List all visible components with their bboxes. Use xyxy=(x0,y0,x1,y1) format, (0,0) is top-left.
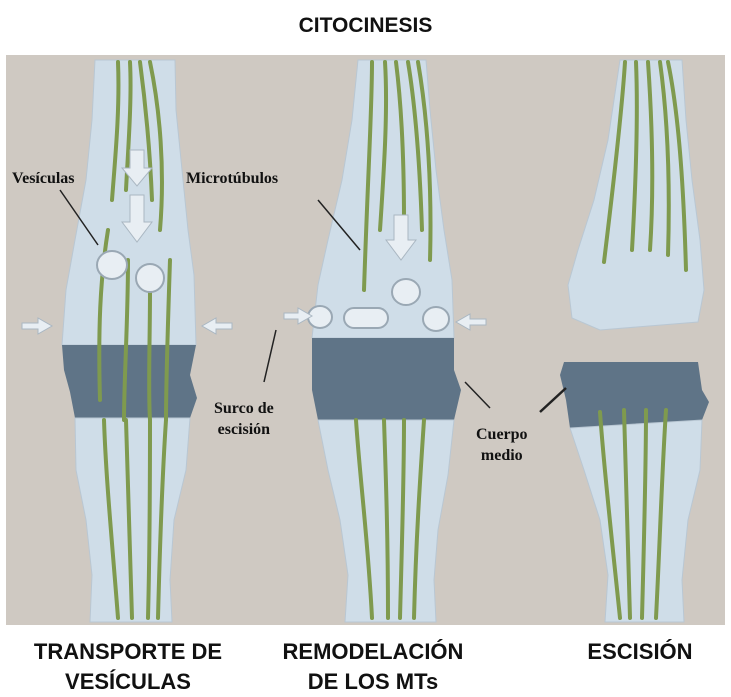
midbody-2 xyxy=(312,338,461,420)
label-cuerpo-line2: medio xyxy=(476,445,528,466)
vesicle-2d xyxy=(423,307,449,331)
panel-remodelacion xyxy=(264,60,490,622)
cuerpo-pointer-left xyxy=(465,382,490,408)
panel-transporte xyxy=(22,60,232,622)
vesicle-1a xyxy=(97,251,127,279)
cuerpo-pointer-right xyxy=(540,388,566,412)
vesicle-2a xyxy=(392,279,420,305)
label-cuerpo-line1: Cuerpo xyxy=(476,424,528,445)
caption-transporte: TRANSPORTE DE VESÍCULAS xyxy=(8,637,248,697)
caption-remodelacion-line1: REMODELACIÓN xyxy=(262,637,484,667)
caption-transporte-line1: TRANSPORTE DE xyxy=(8,637,248,667)
caption-escision: ESCISIÓN xyxy=(560,637,720,667)
furrow-arrow-1-left xyxy=(22,318,52,334)
furrow-arrow-2-right xyxy=(456,314,486,330)
caption-remodelacion-line2: DE LOS MTs xyxy=(262,667,484,697)
label-surco-line2: escisión xyxy=(214,419,274,440)
midbody-3 xyxy=(560,362,709,428)
furrow-arrow-2-left xyxy=(284,308,312,324)
panel-escision xyxy=(540,60,709,622)
label-vesiculas: Vesículas xyxy=(12,168,75,189)
label-cuerpo-medio: Cuerpo medio xyxy=(476,424,528,466)
cell-lower-3 xyxy=(570,420,702,622)
caption-transporte-line2: VESÍCULAS xyxy=(8,667,248,697)
surco-pointer xyxy=(264,330,276,382)
furrow-arrow-1-right xyxy=(202,318,232,334)
label-microtubulos: Microtúbulos xyxy=(186,168,278,189)
midbody-1 xyxy=(62,345,197,418)
vesicle-1b xyxy=(136,264,164,292)
label-surco: Surco de escisión xyxy=(214,398,274,440)
vesicle-2b xyxy=(344,308,388,328)
label-surco-line1: Surco de xyxy=(214,398,274,419)
vesicle-2c xyxy=(308,306,332,328)
caption-remodelacion: REMODELACIÓN DE LOS MTs xyxy=(262,637,484,697)
